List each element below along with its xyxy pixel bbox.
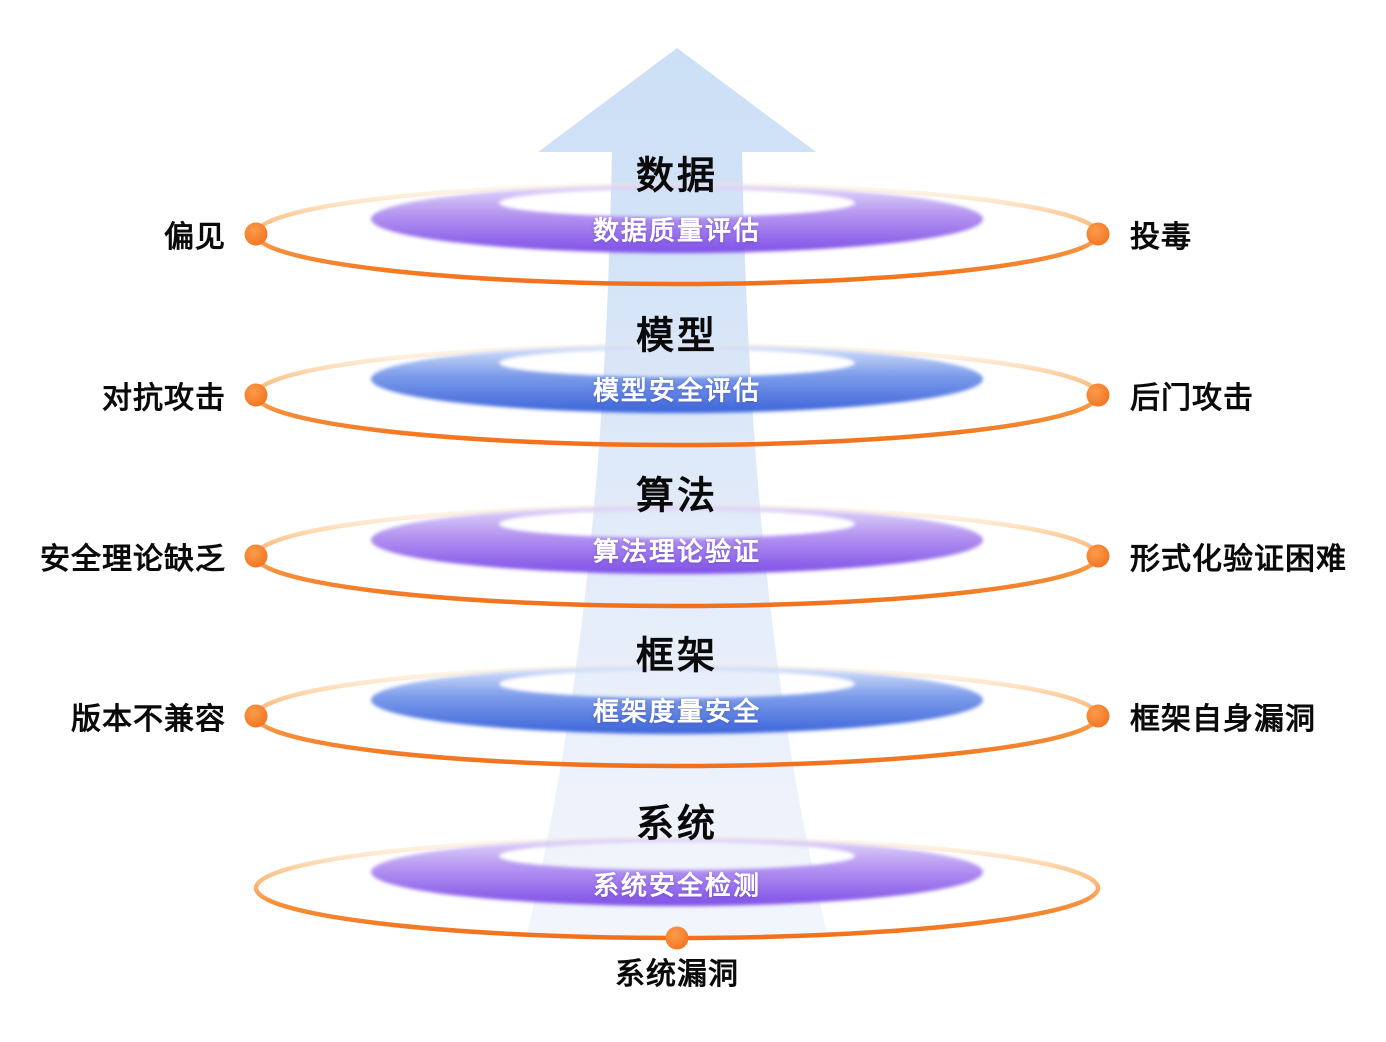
- threat-label-right: 投毒: [1130, 221, 1192, 254]
- torus-purple: [371, 506, 983, 574]
- torus-purple: [371, 185, 983, 253]
- threat-dot-icon: [244, 704, 268, 728]
- threat-dot-icon: [1086, 544, 1110, 568]
- threat-dot-icon: [1086, 383, 1110, 407]
- level-title: 系统: [635, 803, 719, 846]
- level-4-graphics: [244, 663, 1110, 769]
- threat-label-right: 形式化验证困难: [1130, 543, 1347, 576]
- level-title: 数据: [635, 155, 719, 198]
- level-1-graphics: [244, 181, 1110, 287]
- level-title: 算法: [635, 475, 719, 518]
- threat-dot-icon: [244, 544, 268, 568]
- threat-dot-icon: [1086, 222, 1110, 246]
- band-label: 系统安全检测: [592, 870, 762, 901]
- threat-label-right: 框架自身漏洞: [1130, 703, 1316, 736]
- level-3-graphics: [244, 503, 1110, 609]
- band-label: 模型安全评估: [592, 375, 762, 406]
- threat-label-left: 安全理论缺乏: [40, 543, 226, 576]
- threat-dot-icon: [244, 222, 268, 246]
- band-label: 数据质量评估: [592, 215, 762, 246]
- torus-blue: [371, 345, 983, 413]
- band-label: 算法理论验证: [592, 536, 762, 567]
- level-title: 模型: [635, 315, 719, 358]
- threat-label-left: 偏见: [164, 221, 226, 254]
- level-title: 框架: [635, 635, 719, 678]
- threat-label-left: 版本不兼容: [71, 703, 226, 736]
- threat-label-right: 后门攻击: [1130, 382, 1254, 415]
- threat-dot-icon: [244, 383, 268, 407]
- level-5-graphics: [253, 835, 1101, 950]
- level-2-graphics: [244, 342, 1110, 448]
- threat-label-left: 对抗攻击: [102, 382, 226, 415]
- threat-dot-icon: [1086, 704, 1110, 728]
- band-label: 框架度量安全: [592, 696, 762, 727]
- threat-dot-icon: [665, 926, 689, 950]
- torus-blue: [371, 666, 983, 734]
- threat-label-bottom: 系统漏洞: [615, 958, 739, 991]
- torus-purple: [371, 838, 983, 906]
